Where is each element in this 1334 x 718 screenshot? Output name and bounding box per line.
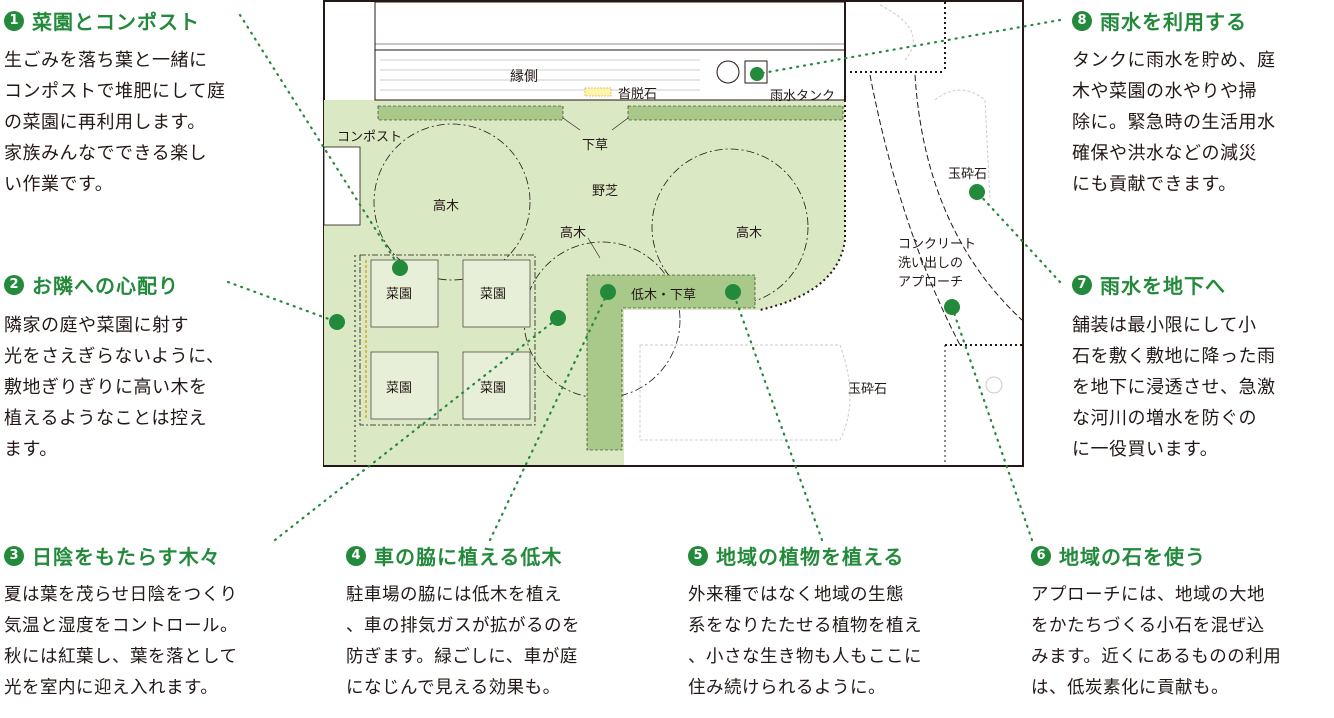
annotation-4-body: 駐車場の脇には低木を植え、車の排気ガスが拡がるのを防ぎます。緑ごしに、車が庭にな…	[346, 585, 580, 698]
shitakusa-band-right	[627, 105, 844, 121]
tree-canopy-right	[651, 148, 809, 306]
lawn-area	[324, 100, 845, 310]
number-badge: 1	[4, 10, 24, 31]
label-kouboku-mid: 高木	[560, 226, 587, 241]
label-gyokusai-top: 玉砕石	[948, 167, 988, 182]
saien-plot-2	[462, 259, 531, 328]
label-shitakusa: 下草	[582, 138, 609, 153]
tree-canopy-left	[373, 123, 531, 281]
saien-plot-3	[370, 351, 439, 420]
label-kouboku-left: 高木	[433, 199, 460, 214]
house	[374, 1, 846, 101]
label-approach-1: コンクリート	[898, 237, 977, 252]
annotation-2-title: 2 お隣への心配り	[4, 270, 179, 299]
annotation-2-body: 隣家の庭や菜園に射す光をさえぎらないように、敷地ぎりぎりに高い木を植えるようなこ…	[4, 315, 225, 460]
annotation-3-body: 夏は葉を茂らせ日陰をつくり気温と湿度をコントロール。秋には紅葉し、葉を落として光…	[4, 585, 238, 698]
label-approach-3: アプローチ	[898, 275, 964, 290]
number-badge: 8	[1072, 10, 1092, 31]
label-compost: コンポスト	[337, 130, 403, 145]
annotation-1-title: 1 菜園とコンポスト	[4, 6, 200, 35]
kutsunugi-stone	[584, 87, 612, 97]
annotation-5-title: 5 地域の植物を植える	[688, 541, 904, 570]
marker-5	[725, 284, 741, 300]
marker-6	[944, 299, 960, 315]
annotation-7-title: 7 雨水を地下へ	[1072, 270, 1226, 299]
annotation-7-body: 舗装は最小限にして小石を敷く敷地に降った雨を地下に浸透させ、急激な河川の増水を防…	[1072, 315, 1276, 460]
title-text: 日陰をもたらす木々	[32, 545, 221, 569]
label-tank: 雨水タンク	[770, 89, 836, 104]
saien-plot-4	[462, 351, 531, 420]
label-kouboku-right: 高木	[736, 226, 763, 241]
label-gyokusai-bottom: 玉砕石	[848, 382, 888, 397]
annotation-6-title: 6 地域の石を使う	[1031, 541, 1206, 570]
annotation-6-body: アプローチには、地域の大地をかたちづくる小石を混ぜ込みます。近くにあるものの利用…	[1031, 585, 1282, 698]
marker-4	[600, 284, 616, 300]
label-saien-4: 菜園	[480, 381, 507, 396]
marker-3	[550, 310, 566, 326]
annotation-5-body: 外来種ではなく地域の生態系をなりたたせる植物を植え、小さな生き物も人もここに住み…	[688, 585, 922, 698]
number-badge: 5	[688, 545, 708, 566]
label-teiboku: 低木・下草	[631, 288, 697, 303]
number-badge: 7	[1072, 274, 1092, 295]
number-badge: 3	[4, 545, 24, 566]
title-text: 雨水を利用する	[1100, 10, 1247, 34]
label-engawa: 縁側	[510, 69, 538, 85]
annotation-8-title: 8 雨水を利用する	[1072, 6, 1247, 35]
number-badge: 2	[4, 274, 24, 295]
shitakusa-band-left	[377, 105, 564, 121]
title-text: 地域の石を使う	[1059, 545, 1206, 569]
annotation-4-title: 4 車の脇に植える低木	[346, 541, 562, 570]
label-saien-1: 菜園	[386, 287, 413, 302]
annotation-3-title: 3 日陰をもたらす木々	[4, 541, 221, 570]
title-text: お隣への心配り	[32, 274, 179, 298]
title-text: 地域の植物を植える	[716, 545, 905, 569]
marker-1	[392, 260, 408, 276]
lawn-edge	[759, 100, 846, 311]
saien-frame	[359, 254, 536, 426]
label-saien-3: 菜園	[386, 381, 413, 396]
label-saien-2: 菜園	[480, 287, 507, 302]
compost-box	[323, 146, 361, 226]
annotation-1-body: 生ごみを落ち葉と一緒にコンポストで堆肥にして庭の菜園に再利用します。家族みんなで…	[4, 50, 226, 195]
marker-7	[969, 184, 985, 200]
marker-8	[750, 67, 764, 81]
title-text: 車の脇に植える低木	[374, 545, 563, 569]
label-approach-2: 洗い出しの	[898, 256, 964, 271]
title-text: 雨水を地下へ	[1100, 274, 1226, 298]
title-text: 菜園とコンポスト	[32, 10, 200, 34]
marker-2	[329, 314, 345, 330]
annotation-8-body: タンクに雨水を貯め、庭木や菜園の水やりや掃除に。緊急時の生活用水確保や洪水などの…	[1072, 50, 1276, 195]
number-badge: 4	[346, 545, 366, 566]
label-shiba: 野芝	[592, 184, 619, 199]
label-kutsunugi: 沓脱石	[618, 87, 658, 102]
number-badge: 6	[1031, 545, 1051, 566]
rain-tank-circle	[716, 60, 740, 84]
